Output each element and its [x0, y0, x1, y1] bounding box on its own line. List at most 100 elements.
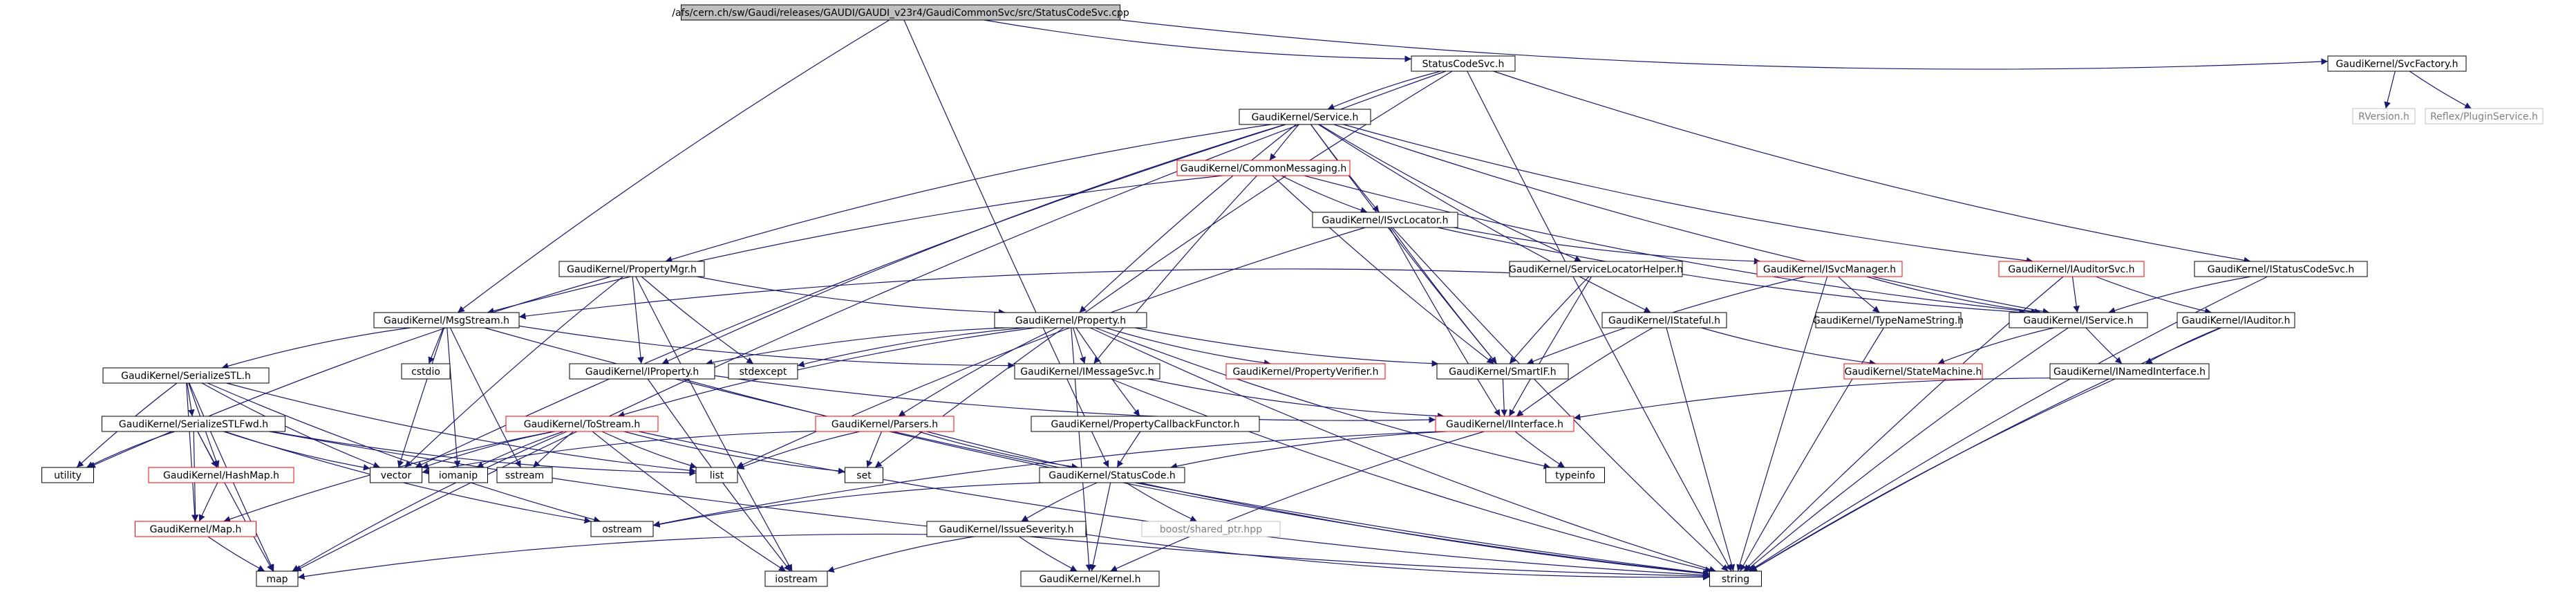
edge-serializestlfwd-to-ostream	[224, 431, 592, 524]
node-gaudikernel-msgstream-h[interactable]: GaudiKernel/MsgStream.h	[373, 312, 520, 328]
node-box	[1509, 261, 1683, 277]
node-boost-shared-ptr-hpp[interactable]: boost/shared_ptr.hpp	[1141, 521, 1281, 537]
edge-servicelocatorhelper-to-smartif	[1509, 276, 1590, 364]
node-gaudikernel-typenamestring-h[interactable]: GaudiKernel/TypeNameString.h	[1813, 312, 1964, 328]
node-label: Reflex/PluginService.h	[2430, 111, 2538, 122]
edge-propertymgr-to-iostream	[635, 276, 793, 572]
node-gaudikernel-parsers-h[interactable]: GaudiKernel/Parsers.h	[815, 416, 955, 432]
node-gaudikernel-svcfactory-h[interactable]: GaudiKernel/SvcFactory.h	[2327, 55, 2467, 72]
node-gaudikernel-hashmap-h[interactable]: GaudiKernel/HashMap.h	[148, 467, 294, 483]
node-box	[102, 416, 285, 432]
edge-isvclocator-to-iinterface	[1389, 227, 1501, 417]
node-gaudikernel-map-h[interactable]: GaudiKernel/Map.h	[135, 521, 256, 537]
node-label: GaudiKernel/IProperty.h	[585, 366, 699, 378]
node-ostream[interactable]: ostream	[590, 521, 654, 537]
node-gaudikernel-statemachine-h[interactable]: GaudiKernel/StateMachine.h	[1843, 363, 1983, 380]
edge-service-to-istateful	[1318, 124, 1651, 313]
node-cstdio[interactable]: cstdio	[401, 363, 451, 380]
node-gaudikernel-iauditorsvc-h[interactable]: GaudiKernel/IAuditorSvc.h	[1998, 261, 2145, 277]
edge-service-to-property	[1079, 124, 1297, 313]
node-gaudikernel-iproperty-h[interactable]: GaudiKernel/IProperty.h	[569, 363, 715, 380]
node-gaudikernel-istateful-h[interactable]: GaudiKernel/IStateful.h	[1601, 312, 1727, 328]
node-vector[interactable]: vector	[370, 467, 422, 483]
node-box	[1176, 160, 1351, 176]
node-box	[1411, 55, 1516, 72]
node-label: GaudiKernel/SerializeSTL.h	[121, 371, 251, 382]
edge-service-to-vector	[415, 124, 1286, 468]
edge-isvclocator-to-iservice	[1437, 227, 2026, 316]
node-rversion-h[interactable]: RVersion.h	[2352, 108, 2416, 124]
node-gaudikernel-servicelocatorhelper-h[interactable]: GaudiKernel/ServiceLocatorHelper.h	[1509, 261, 1683, 277]
edge-iinterface-to-kernel	[1110, 431, 1485, 572]
node-label: StatusCodeSvc.h	[1422, 59, 1505, 70]
node-set[interactable]: set	[845, 467, 883, 483]
node-gaudikernel-smartif-h[interactable]: GaudiKernel/SmartIF.h	[1436, 363, 1569, 380]
node-stdexcept[interactable]: stdexcept	[728, 363, 798, 380]
node-gaudikernel-commonmessaging-h[interactable]: GaudiKernel/CommonMessaging.h	[1176, 160, 1351, 176]
node-utility[interactable]: utility	[41, 467, 94, 483]
node-box	[926, 521, 1087, 537]
edge-gmap-to-map	[207, 536, 265, 572]
node-label: GaudiKernel/CommonMessaging.h	[1181, 163, 1347, 174]
node-list[interactable]: list	[695, 467, 738, 483]
node-box	[2049, 363, 2210, 380]
node-gaudikernel-serializestlfwd-h[interactable]: GaudiKernel/SerializeSTLFwd.h	[102, 416, 285, 432]
edge-commonmessaging-to-imessagesvc	[1093, 175, 1257, 364]
edge-iinterface-to-statuscode	[1170, 431, 1447, 470]
edge-serializestlfwd-to-utility	[86, 431, 176, 468]
node-box	[148, 467, 294, 483]
edge-isvclocator-to-smartif	[1391, 227, 1497, 364]
edge-tostream-to-set	[623, 431, 845, 474]
node-typeinfo[interactable]: typeinfo	[1545, 467, 1605, 483]
node-box	[1239, 109, 1371, 125]
node-gaudikernel-issueseverity-h[interactable]: GaudiKernel/IssueSeverity.h	[926, 521, 1087, 537]
node-iomanip[interactable]: iomanip	[429, 467, 488, 483]
node-gaudikernel-tostream-h[interactable]: GaudiKernel/ToStream.h	[505, 416, 659, 432]
node-string[interactable]: string	[1709, 570, 1762, 587]
node-gaudikernel-iservice-h[interactable]: GaudiKernel/IService.h	[2009, 312, 2148, 328]
node-box	[558, 261, 705, 277]
edge-service-to-propertymgr	[665, 124, 1272, 263]
node-label: GaudiKernel/IStatusCodeSvc.h	[2208, 264, 2355, 275]
node-gaudikernel-iinterface-h[interactable]: GaudiKernel/IInterface.h	[1435, 416, 1574, 432]
node-sstream[interactable]: sstream	[496, 467, 553, 483]
node-gaudikernel-propertyverifier-h[interactable]: GaudiKernel/PropertyVerifier.h	[1225, 363, 1386, 380]
node-gaudikernel-isvclocator-h[interactable]: GaudiKernel/ISvcLocator.h	[1312, 212, 1458, 228]
node-gaudikernel-propertymgr-h[interactable]: GaudiKernel/PropertyMgr.h	[558, 261, 705, 277]
node-iostream[interactable]: iostream	[764, 570, 828, 587]
edge-propertymgr-to-vector	[404, 276, 623, 468]
node-label: GaudiKernel/IAuditorSvc.h	[2008, 264, 2134, 275]
node-reflex-pluginservice-h[interactable]: Reflex/PluginService.h	[2425, 108, 2544, 124]
edge-hashmap-to-gmap	[198, 482, 218, 522]
edge-propertycallbackfunctor-to-statuscode	[1116, 431, 1141, 468]
node-statuscodesvc-h[interactable]: StatusCodeSvc.h	[1411, 55, 1516, 72]
node-box	[569, 363, 715, 380]
node-gaudikernel-propertycallbackfunctor-h[interactable]: GaudiKernel/PropertyCallbackFunctor.h	[1031, 416, 1260, 432]
node-label: GaudiKernel/StateMachine.h	[1845, 366, 1982, 378]
edge-serializestlfwd-to-vector	[223, 431, 370, 471]
node-gaudikernel-imessagesvc-h[interactable]: GaudiKernel/IMessageSvc.h	[1014, 363, 1160, 380]
edge-iauditor-to-inamedinterface	[2145, 327, 2221, 364]
node-map[interactable]: map	[256, 570, 299, 587]
node-gaudikernel-statuscode-h[interactable]: GaudiKernel/StatusCode.h	[1039, 467, 1185, 483]
edge-isvcmanager-to-typenamestring	[1838, 276, 1880, 313]
node-box	[1815, 312, 1962, 328]
node-gaudikernel-istatuscodesvc-h[interactable]: GaudiKernel/IStatusCodeSvc.h	[2194, 261, 2368, 277]
edge-parsers-to-vector	[422, 430, 816, 475]
node-gaudikernel-property-h[interactable]: GaudiKernel/Property.h	[994, 312, 1147, 328]
node-label: GaudiKernel/Kernel.h	[1039, 574, 1140, 585]
edge-commonmessaging-to-isvclocator	[1281, 175, 1368, 214]
node-gaudikernel-serializestl-h[interactable]: GaudiKernel/SerializeSTL.h	[102, 367, 270, 384]
node-gaudikernel-service-h[interactable]: GaudiKernel/Service.h	[1239, 109, 1371, 125]
edge-property-to-smartif	[1134, 327, 1439, 367]
node-gaudikernel-kernel-h[interactable]: GaudiKernel/Kernel.h	[1020, 570, 1160, 587]
edge-servicelocatorhelper-to-msgstream	[518, 268, 1510, 319]
node-label: cstdio	[411, 366, 440, 378]
node-box	[2327, 55, 2467, 72]
node-gaudikernel-inamedinterface-h[interactable]: GaudiKernel/INamedInterface.h	[2049, 363, 2210, 380]
edge-iinterface-to-ostream	[652, 431, 1441, 528]
nodes-layer: /afs/cern.ch/sw/Gaudi/releases/GAUDI/GAU…	[41, 4, 2544, 587]
node-gaudikernel-iauditor-h[interactable]: GaudiKernel/IAuditor.h	[2177, 312, 2295, 328]
node-gaudikernel-isvcmanager-h[interactable]: GaudiKernel/ISvcManager.h	[1756, 261, 1903, 277]
